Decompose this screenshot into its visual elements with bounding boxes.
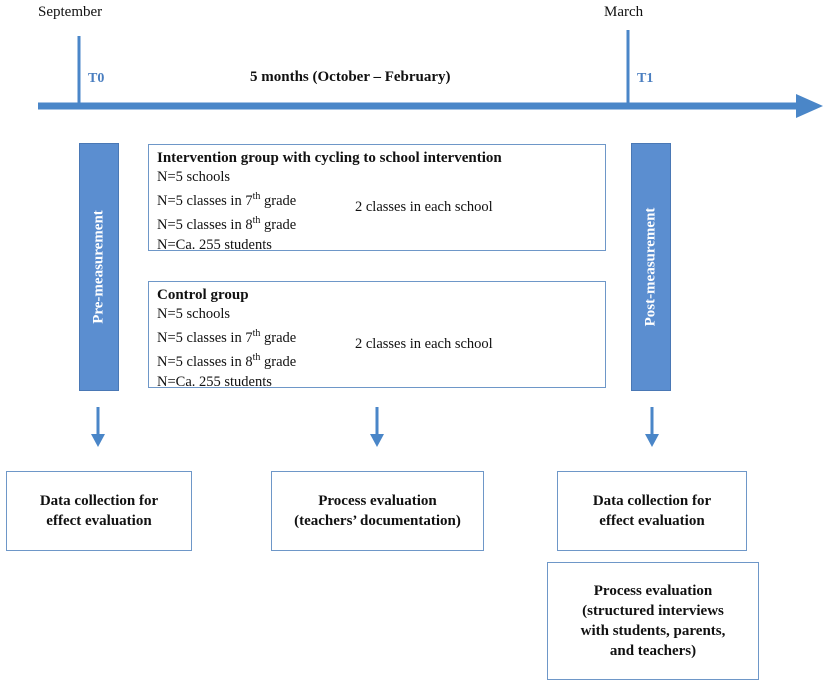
control-schools: N=5 schools (157, 306, 231, 322)
end-month-label: March (604, 4, 644, 20)
effect-evaluation-pre-box: Data collection for effect evaluation (6, 471, 192, 551)
intervention-schools: N=5 schools (157, 169, 231, 185)
intervention-group-box: Intervention group with cycling to schoo… (148, 144, 606, 253)
intervention-students: N=Ca. 255 students (157, 236, 272, 253)
control-group-box: Control group N=5 schools N=5 classes in… (148, 281, 606, 390)
control-group-title: Control group (157, 287, 249, 303)
t1-label: T1 (637, 71, 654, 86)
process-evaluation-interviews-line2: (structured interviews (582, 603, 724, 619)
intervention-brace-note: 2 classes in each school (355, 199, 493, 215)
down-arrow-left-icon (91, 407, 105, 447)
down-arrow-right-icon (645, 407, 659, 447)
control-classes-7th: N=5 classes in 7th grade (157, 328, 297, 346)
process-evaluation-teachers-line1: Process evaluation (318, 493, 437, 509)
process-evaluation-interviews-line4: and teachers) (609, 643, 697, 659)
down-arrow-middle-icon (370, 407, 384, 447)
control-students: N=Ca. 255 students (157, 373, 272, 390)
t0-label: T0 (88, 71, 105, 86)
effect-evaluation-post-box: Data collection for effect evaluation (557, 471, 747, 551)
duration-label: 5 months (October – February) (250, 69, 451, 85)
pre-measurement-bar: Pre-measurement (79, 143, 119, 391)
process-evaluation-teachers-box: Process evaluation (teachers’ documentat… (271, 471, 484, 551)
timeline-arrow-head (796, 94, 823, 118)
process-evaluation-interviews-box: Process evaluation (structured interview… (547, 562, 759, 680)
process-evaluation-interviews-line3: with students, parents, (580, 623, 726, 639)
post-measurement-bar: Post-measurement (631, 143, 671, 391)
intervention-classes-7th: N=5 classes in 7th grade (157, 191, 297, 209)
process-evaluation-teachers-line2: (teachers’ documentation) (294, 513, 461, 529)
start-month-label: September (38, 4, 103, 20)
effect-evaluation-post-line1: Data collection for (592, 493, 712, 509)
intervention-group-title: Intervention group with cycling to schoo… (157, 150, 502, 166)
post-measurement-label: Post-measurement (642, 207, 659, 327)
control-classes-8th: N=5 classes in 8th grade (157, 351, 297, 370)
intervention-classes-8th: N=5 classes in 8th grade (157, 214, 297, 233)
control-brace-note: 2 classes in each school (355, 336, 493, 352)
effect-evaluation-post-line2: effect evaluation (599, 513, 705, 529)
pre-measurement-label: Pre-measurement (90, 210, 107, 324)
process-evaluation-interviews-line1: Process evaluation (593, 583, 713, 599)
effect-evaluation-pre-line2: effect evaluation (46, 513, 152, 529)
effect-evaluation-pre-line1: Data collection for (39, 493, 159, 509)
